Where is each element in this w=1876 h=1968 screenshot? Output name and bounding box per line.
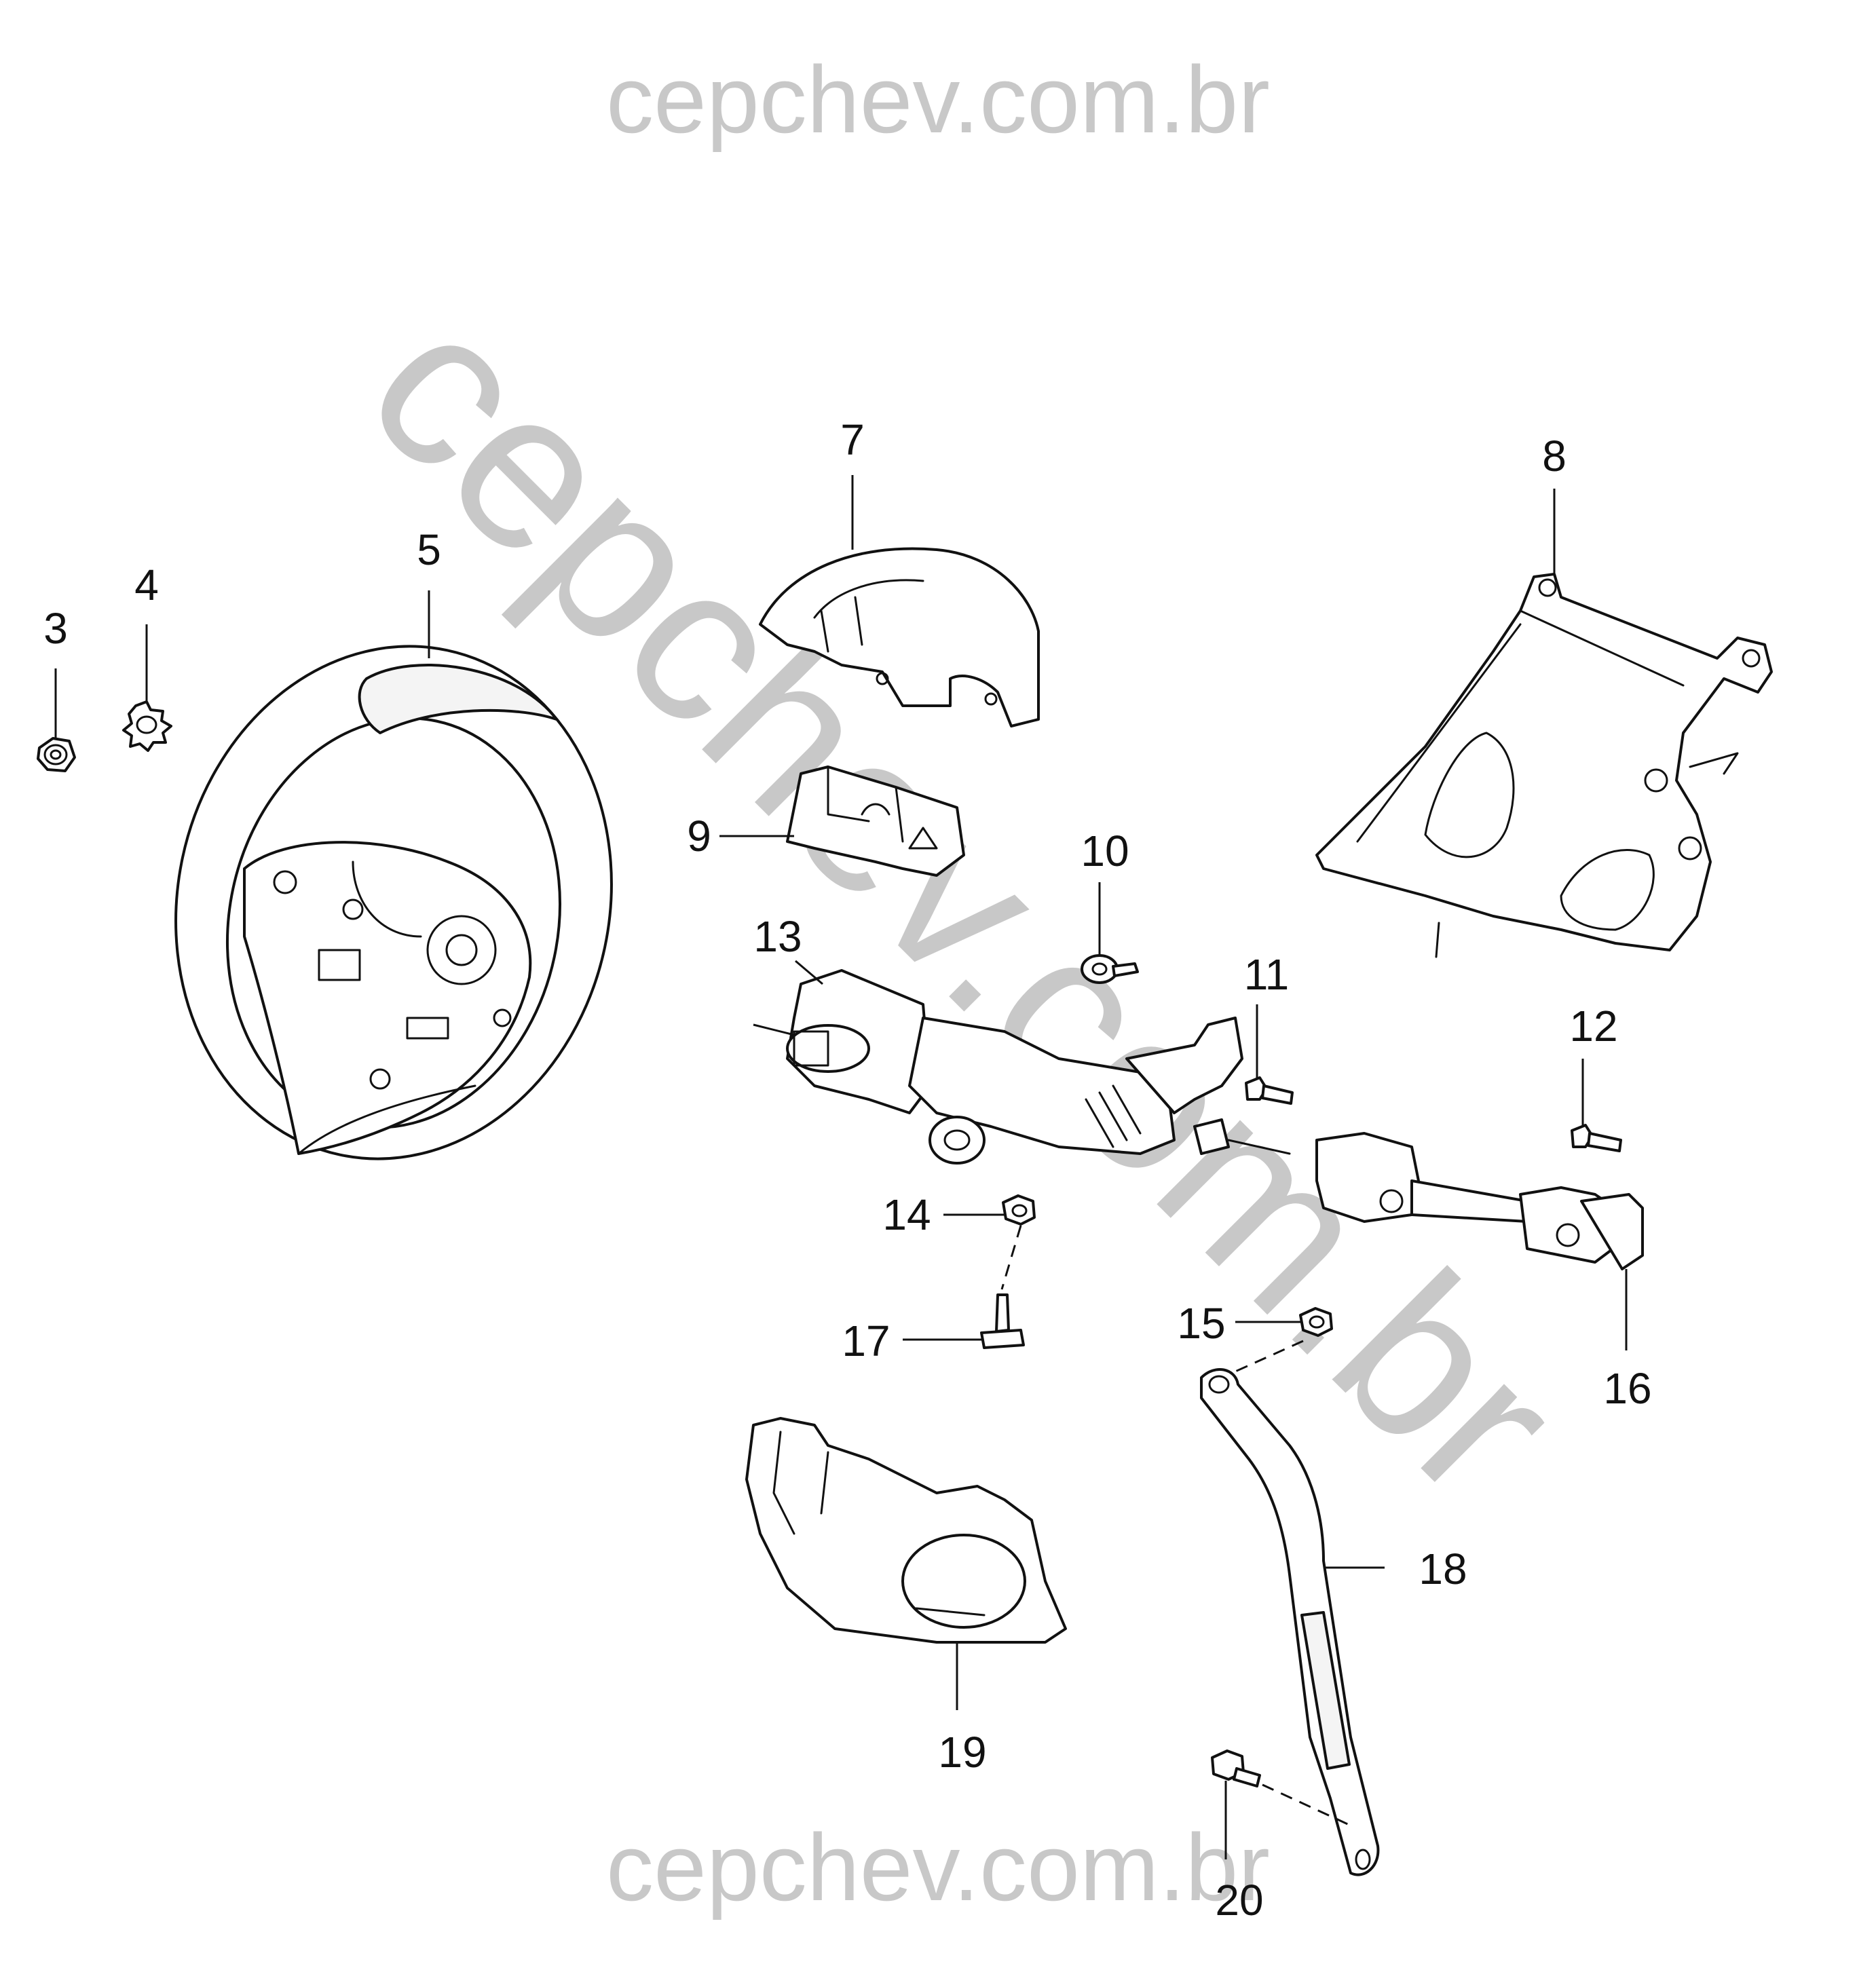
part-15-nut (1299, 1307, 1333, 1337)
part-8-bracket (1315, 573, 1773, 958)
callout-9: 9 (687, 812, 711, 860)
watermark-top: cepchev.com.br (606, 46, 1270, 153)
part-13-steering-column (753, 969, 1291, 1165)
callout-15: 15 (1177, 1299, 1225, 1348)
callout-12: 12 (1569, 1002, 1617, 1051)
callout-19: 19 (938, 1728, 986, 1777)
part-11-bolt (1245, 1076, 1294, 1105)
callout-20: 20 (1215, 1876, 1263, 1925)
part-3-nut (37, 737, 76, 772)
assembly-line-20-18 (1262, 1783, 1351, 1827)
part-16-intermediate-shaft (1315, 1132, 1644, 1270)
part-4-washer (122, 700, 172, 752)
callout-5: 5 (417, 525, 441, 574)
leader-13 (795, 960, 823, 985)
part-10-push-clip (1081, 954, 1139, 984)
callout-3: 3 (43, 604, 68, 653)
part-14-nut (1002, 1194, 1036, 1226)
callout-11: 11 (1244, 950, 1289, 999)
assembly-line-14-17 (1000, 1225, 1022, 1290)
callout-14: 14 (882, 1190, 931, 1239)
part-12-bolt (1571, 1124, 1622, 1152)
part-7-upper-cover (759, 547, 1040, 727)
part-20-bolt (1211, 1749, 1261, 1787)
watermark-bottom: cepchev.com.br (606, 1814, 1270, 1920)
part-17-bolt (980, 1293, 1025, 1349)
callout-8: 8 (1542, 432, 1567, 480)
callout-16: 16 (1603, 1364, 1651, 1413)
callout-4: 4 (134, 561, 159, 609)
callout-18: 18 (1419, 1545, 1467, 1593)
assembly-line-15-18 (1221, 1340, 1304, 1379)
callout-13: 13 (753, 912, 802, 961)
part-5-steering-wheel (174, 645, 613, 1160)
callout-7: 7 (840, 415, 865, 464)
part-19-lower-cover (745, 1417, 1067, 1644)
callout-17: 17 (842, 1317, 890, 1365)
part-18-brace-rod (1200, 1367, 1380, 1876)
callout-10: 10 (1081, 827, 1129, 875)
